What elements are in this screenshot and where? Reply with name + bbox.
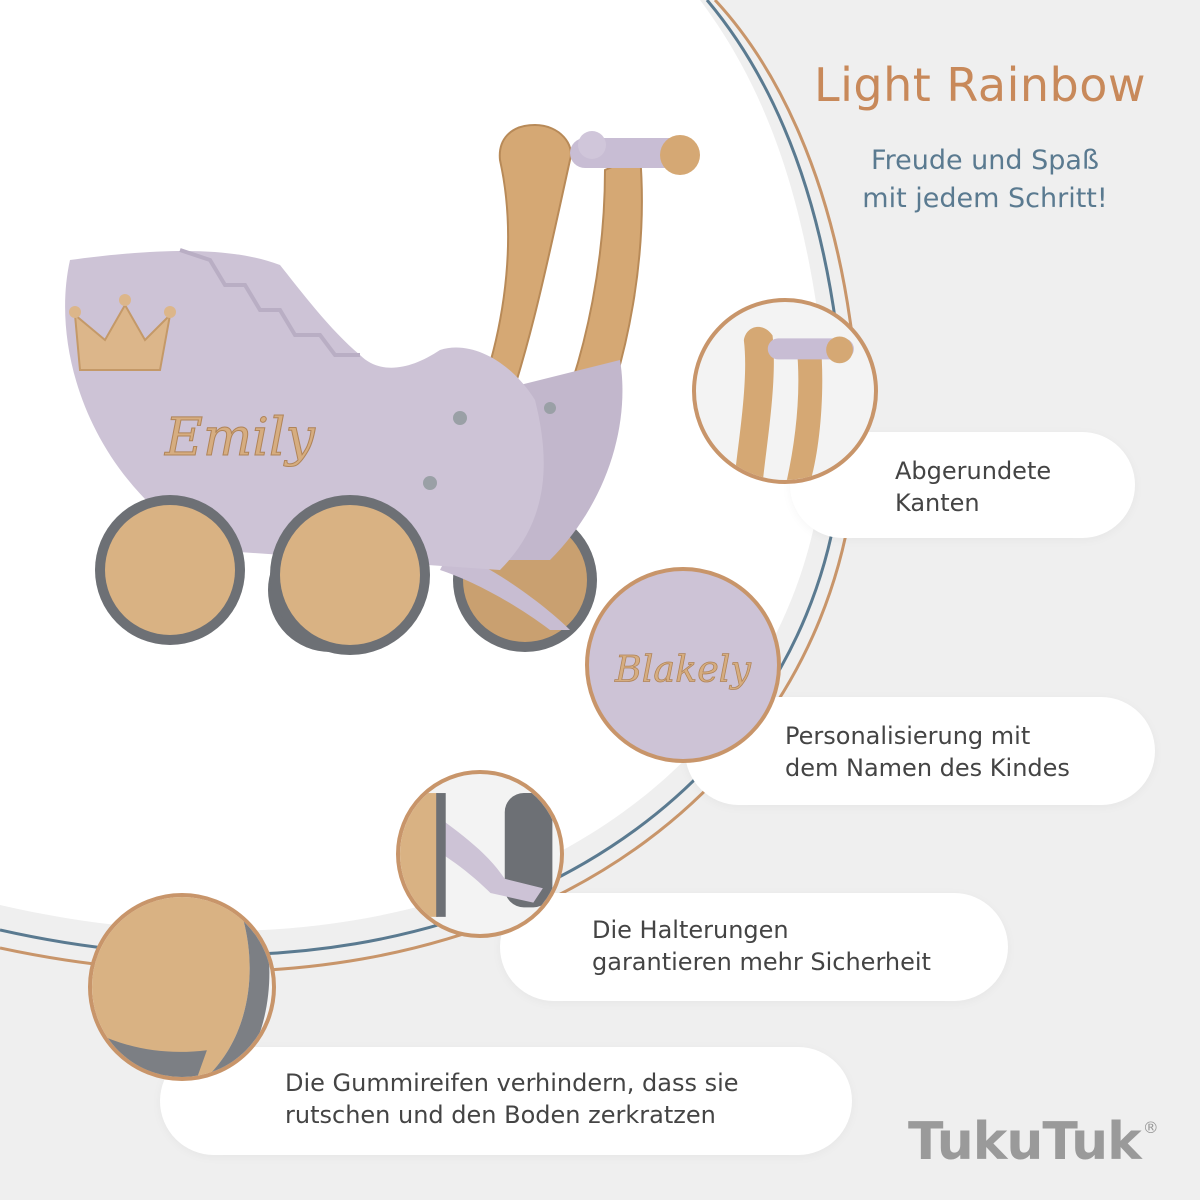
detail-circle-name-plate: Blakely	[585, 567, 781, 763]
page-subtitle: Freude und Spaß mit jedem Schritt!	[790, 142, 1180, 218]
detail-name-plate: Blakely	[614, 647, 751, 690]
page-title: Light Rainbow	[814, 58, 1146, 112]
subtitle-line-1: Freude und Spaß	[871, 145, 1099, 176]
feature-2-line-2: dem Namen des Kindes	[785, 754, 1070, 782]
detail-circle-supports	[396, 770, 564, 938]
registered-mark: ®	[1142, 1118, 1159, 1137]
doll-stroller-image: Emily	[65, 123, 700, 655]
brand-logo-text: TukuTuk	[908, 1112, 1142, 1172]
feature-4-line-1: Die Gummireifen verhindern, dass sie	[285, 1069, 739, 1097]
detail-circle-handle	[692, 298, 878, 484]
feature-text-supports: Die Halterungen garantieren mehr Sicherh…	[592, 914, 931, 978]
feature-pill-supports	[500, 893, 1008, 1001]
brand-logo: TukuTuk®	[908, 1112, 1159, 1172]
feature-pill-rubber-tires	[160, 1047, 852, 1155]
feature-3-line-1: Die Halterungen	[592, 916, 789, 944]
feature-2-line-1: Personalisierung mit	[785, 722, 1031, 750]
feature-1-line-1: Abgerundete	[895, 457, 1052, 485]
feature-text-personalization: Personalisierung mit dem Namen des Kinde…	[785, 720, 1070, 784]
stroller-name-plate: Emily	[164, 408, 316, 468]
detail-circle-rubber-tire	[88, 893, 276, 1081]
feature-text-rounded-edges: Abgerundete Kanten	[895, 455, 1051, 519]
feature-1-line-2: Kanten	[895, 489, 980, 517]
feature-text-rubber-tires: Die Gummireifen verhindern, dass sie rut…	[285, 1067, 739, 1131]
feature-3-line-2: garantieren mehr Sicherheit	[592, 948, 931, 976]
subtitle-line-2: mit jedem Schritt!	[862, 183, 1108, 214]
feature-4-line-2: rutschen und den Boden zerkratzen	[285, 1101, 716, 1129]
